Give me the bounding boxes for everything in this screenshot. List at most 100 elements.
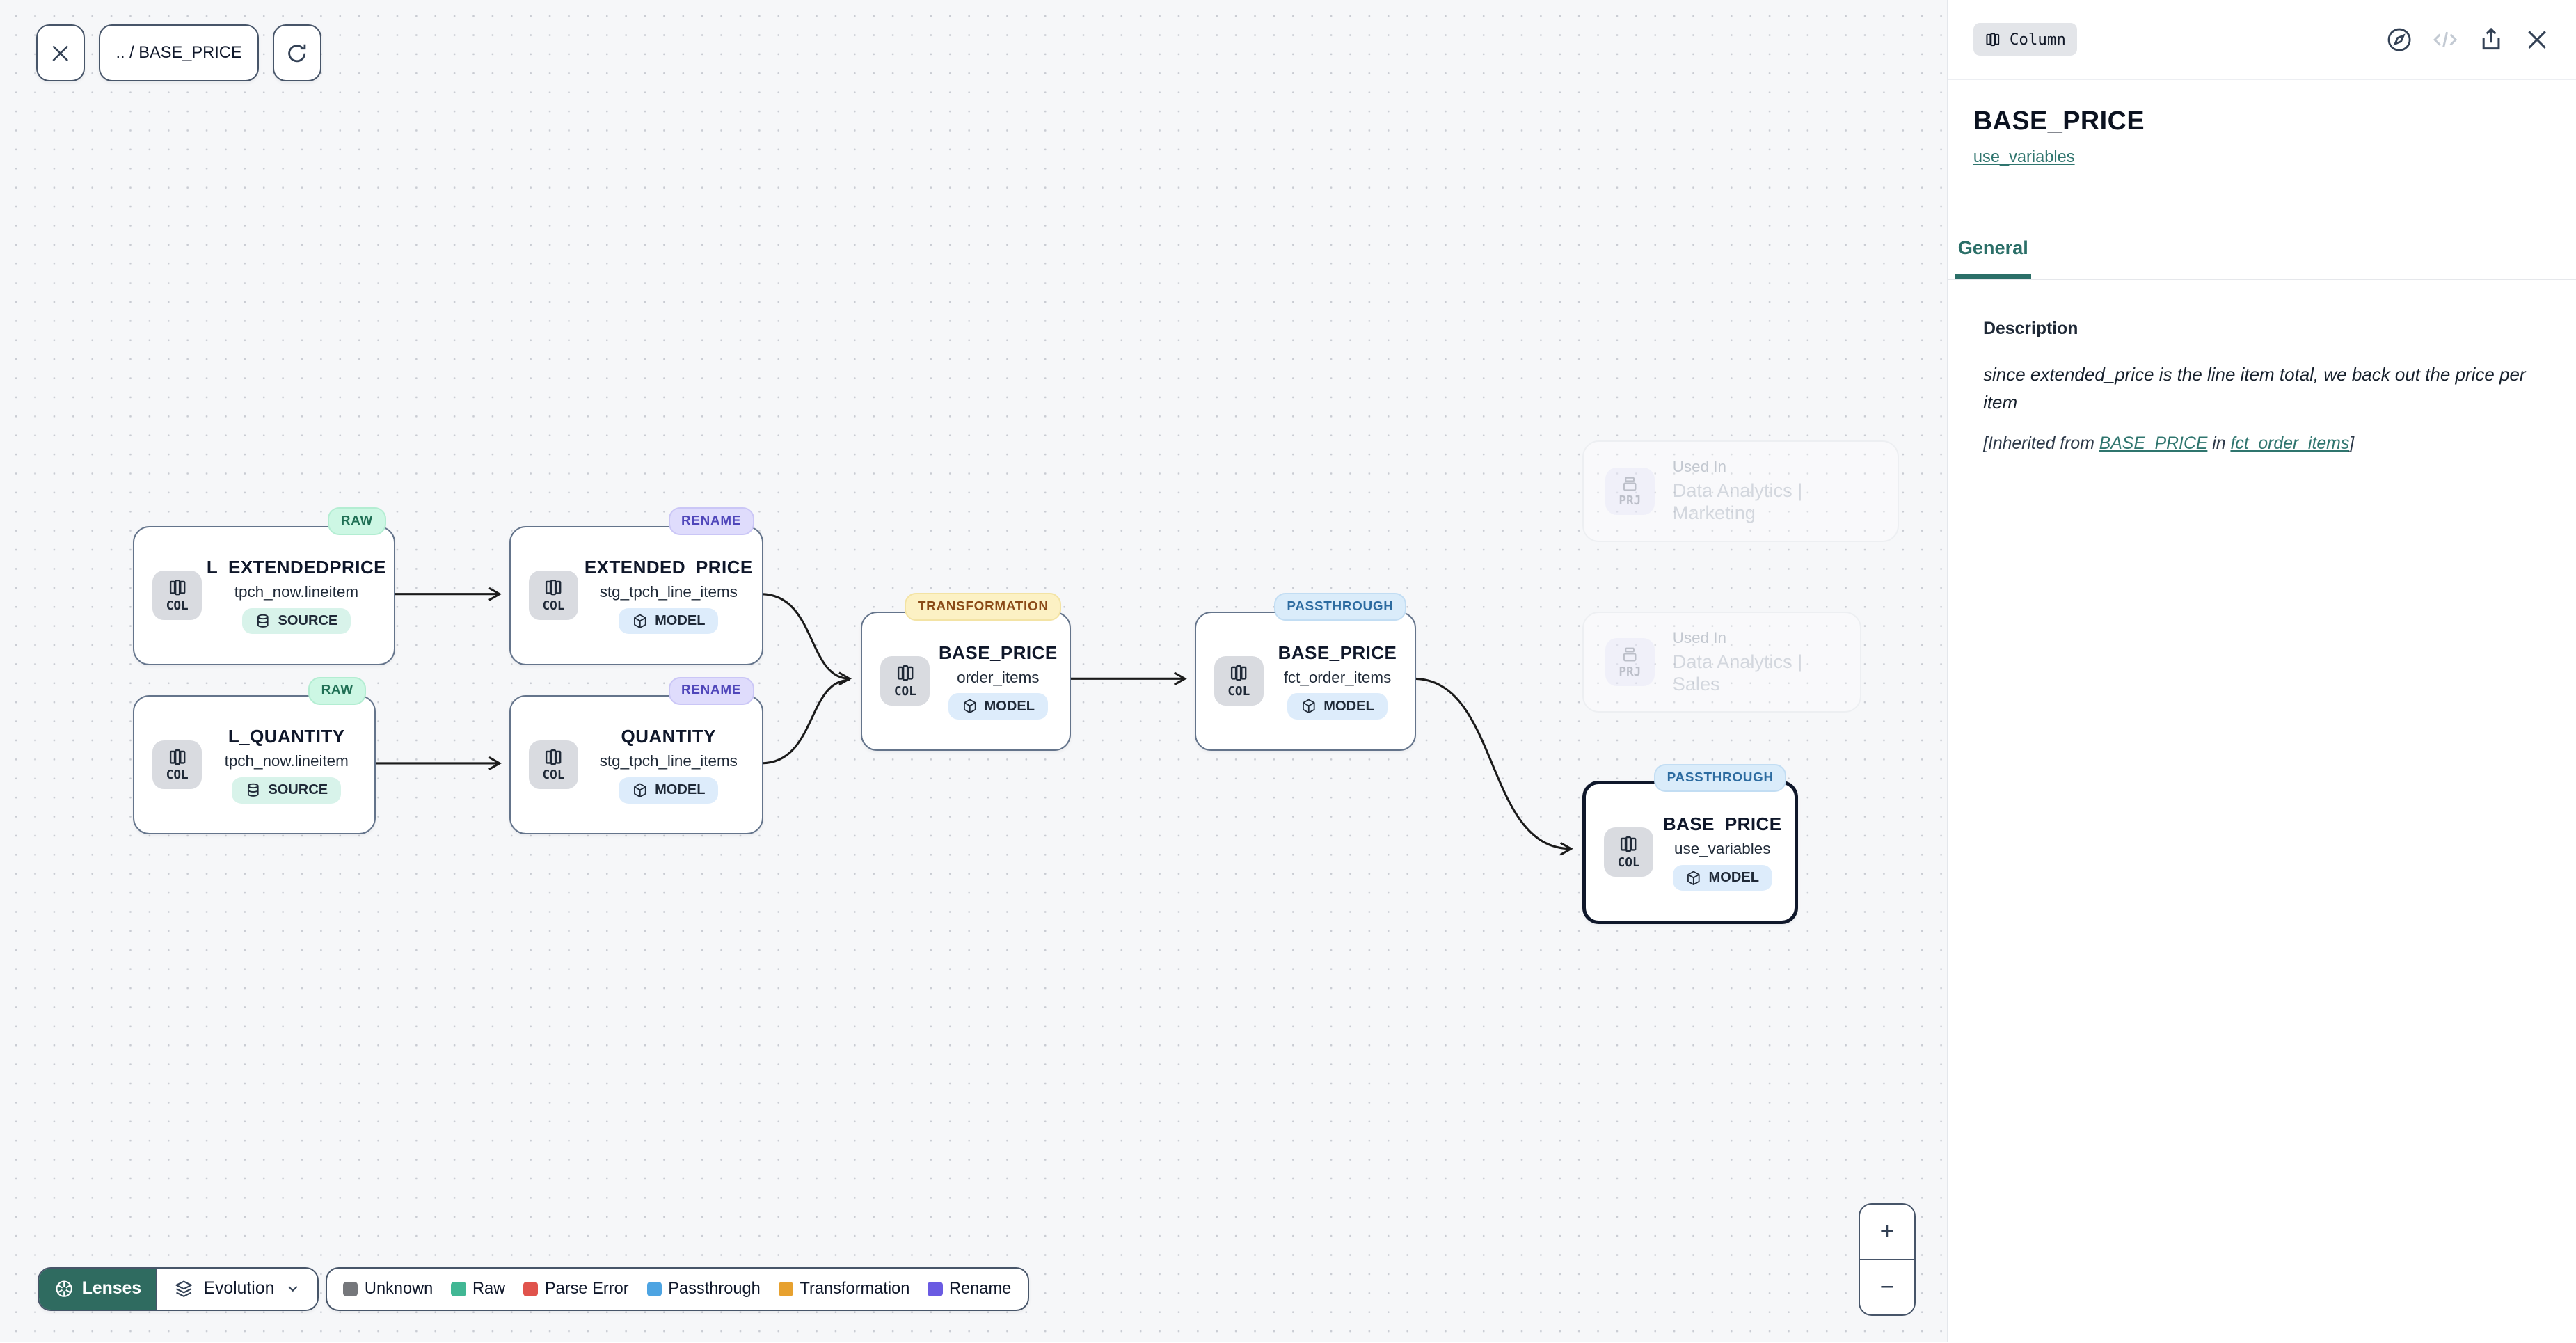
node-content: BASE_PRICE fct_order_items MODEL	[1278, 642, 1397, 720]
node-lens-badge: TRANSFORMATION	[905, 593, 1062, 621]
view-code-button[interactable]	[2431, 24, 2460, 54]
tab-general[interactable]: General	[1955, 237, 2031, 279]
node-content: EXTENDED_PRICE stg_tpch_line_items MODEL	[585, 557, 752, 635]
node-kind-badge: MODEL	[1672, 864, 1772, 891]
close-lineage-button[interactable]	[35, 24, 86, 82]
zoom-control: + −	[1858, 1202, 1916, 1316]
lineage-node[interactable]: RAW COL L_QUANTITY tpch_now.lineitem	[133, 676, 376, 834]
column-chip: COL	[1214, 656, 1264, 706]
inherited-suffix: ]	[2349, 434, 2355, 454]
col-chip-label: COL	[166, 599, 189, 614]
used-in-texts: Used In Data Analytics | Sales	[1673, 629, 1839, 695]
lineage-node[interactable]: PASSTHROUGH COL BASE_PRICE fct_order_ite…	[1194, 593, 1416, 751]
node-subtitle: fct_order_items	[1283, 668, 1392, 686]
cube-icon	[1687, 871, 1701, 885]
lens-legend: Unknown Raw Parse Error Passthrough Tran…	[325, 1266, 1029, 1311]
node-lens-badge: RAW	[308, 676, 367, 705]
panel-tabs: General	[1948, 231, 2576, 280]
zoom-in-button[interactable]: +	[1859, 1204, 1914, 1259]
col-chip-label: COL	[166, 768, 189, 783]
lineage-canvas[interactable]: .. / BASE_PRICE RAW COL L_EXTENDEDPRICE …	[0, 0, 1948, 1343]
refresh-button[interactable]	[273, 24, 322, 82]
compass-icon	[2387, 28, 2411, 51]
node-lens-badge: RENAME	[668, 507, 754, 536]
node-kind-label: MODEL	[655, 612, 706, 628]
prj-chip-label: PRJ	[1619, 493, 1641, 508]
cube-icon	[634, 783, 646, 797]
node-subtitle: stg_tpch_line_items	[599, 583, 738, 601]
legend-item: Raw	[451, 1280, 505, 1298]
node-title: BASE_PRICE	[1662, 813, 1782, 835]
node-kind-label: MODEL	[1323, 698, 1374, 714]
used-in-node[interactable]: PRJ Used In Data Analytics | Marketing	[1582, 440, 1900, 542]
used-in-node[interactable]: PRJ Used In Data Analytics | Sales	[1582, 611, 1861, 713]
node-kind-badge: SOURCE	[241, 607, 351, 635]
inherited-column-link[interactable]: BASE_PRICE	[2099, 434, 2208, 454]
node-title: BASE_PRICE	[938, 642, 1058, 663]
code-icon	[2433, 31, 2458, 47]
node-content: BASE_PRICE use_variables MODEL	[1663, 813, 1781, 891]
description-inherited: [Inherited from BASE_PRICE in fct_order_…	[1983, 434, 2552, 454]
node-body: COL QUANTITY stg_tpch_line_items MODEL	[511, 697, 762, 833]
explore-lineage-button[interactable]	[2385, 24, 2415, 54]
description-section: Description since extended_price is the …	[1948, 280, 2576, 454]
node-kind-badge: MODEL	[619, 777, 719, 804]
lineage-node[interactable]: RENAME COL QUANTITY stg_tpch_line_items	[509, 676, 764, 834]
node-body: COL L_EXTENDEDPRICE tpch_now.lineitem SO…	[134, 527, 394, 664]
inherited-mid: in	[2207, 434, 2231, 454]
node-lens-badge: RAW	[328, 507, 386, 536]
refresh-icon	[288, 44, 306, 62]
col-chip-label: COL	[1617, 856, 1640, 871]
legend-swatch	[778, 1281, 794, 1296]
edge	[761, 678, 850, 765]
legend-swatch	[343, 1281, 358, 1296]
used-in-body: PRJ Used In Data Analytics | Sales	[1584, 613, 1860, 712]
lineage-node[interactable]: RENAME COL EXTENDED_PRICE stg_tpch_line_…	[509, 507, 764, 665]
lens-dropdown[interactable]: Evolution	[156, 1268, 317, 1310]
node-subtitle: tpch_now.lineitem	[234, 583, 359, 601]
aperture-icon	[56, 1280, 72, 1297]
col-chip-label: COL	[542, 768, 565, 783]
used-in-label: Used In	[1672, 458, 1726, 476]
breadcrumb[interactable]: .. / BASE_PRICE	[98, 24, 260, 82]
lineage-node[interactable]: PASSTHROUGH COL BASE_PRICE use_variables	[1582, 764, 1799, 924]
project-chip: PRJ	[1605, 467, 1655, 515]
node-kind-label: MODEL	[1708, 870, 1759, 885]
description-heading: Description	[1983, 319, 2078, 339]
legend-label: Parse Error	[544, 1279, 629, 1298]
panel-header: Column	[1948, 0, 2576, 81]
project-chip: PRJ	[1605, 638, 1655, 686]
lineage-node[interactable]: RAW COL L_EXTENDEDPRICE tpch_now.lineite…	[133, 507, 396, 665]
close-icon	[52, 45, 69, 61]
column-icon	[1231, 665, 1247, 681]
node-lens-badge: PASSTHROUGH	[1654, 764, 1787, 793]
details-panel: Column	[1947, 0, 2576, 1343]
lenses-button[interactable]: Lenses	[39, 1268, 157, 1310]
share-button[interactable]	[2476, 24, 2506, 54]
edge	[761, 593, 852, 686]
node-body: COL BASE_PRICE order_items MODEL	[862, 613, 1070, 749]
inherited-model-link[interactable]: fct_order_items	[2230, 434, 2350, 454]
node-kind-label: MODEL	[984, 698, 1035, 714]
legend-label: Transformation	[800, 1279, 910, 1298]
column-icon	[897, 665, 914, 681]
description-text: since extended_price is the line item to…	[1983, 363, 2526, 413]
node-content: L_EXTENDEDPRICE tpch_now.lineitem SOURCE	[207, 557, 386, 635]
column-icon	[169, 580, 185, 596]
column-chip: COL	[1604, 827, 1654, 877]
used-in-body: PRJ Used In Data Analytics | Marketing	[1584, 442, 1898, 541]
legend-item: Parse Error	[523, 1279, 629, 1298]
node-title: BASE_PRICE	[1278, 642, 1397, 663]
zoom-out-button[interactable]: −	[1859, 1258, 1914, 1314]
chevron-down-icon	[287, 1286, 298, 1292]
legend-swatch	[928, 1281, 943, 1296]
used-in-name: Data Analytics | Marketing	[1672, 479, 1803, 524]
lens-selected-label: Evolution	[203, 1279, 275, 1298]
node-title: L_QUANTITY	[228, 726, 345, 747]
legend-swatch	[523, 1281, 539, 1296]
prj-chip-label: PRJ	[1619, 665, 1641, 679]
lineage-node[interactable]: TRANSFORMATION COL BASE_PRICE order_item…	[861, 593, 1072, 751]
close-panel-button[interactable]	[2522, 24, 2552, 54]
model-link[interactable]: use_variables	[1973, 148, 2075, 166]
